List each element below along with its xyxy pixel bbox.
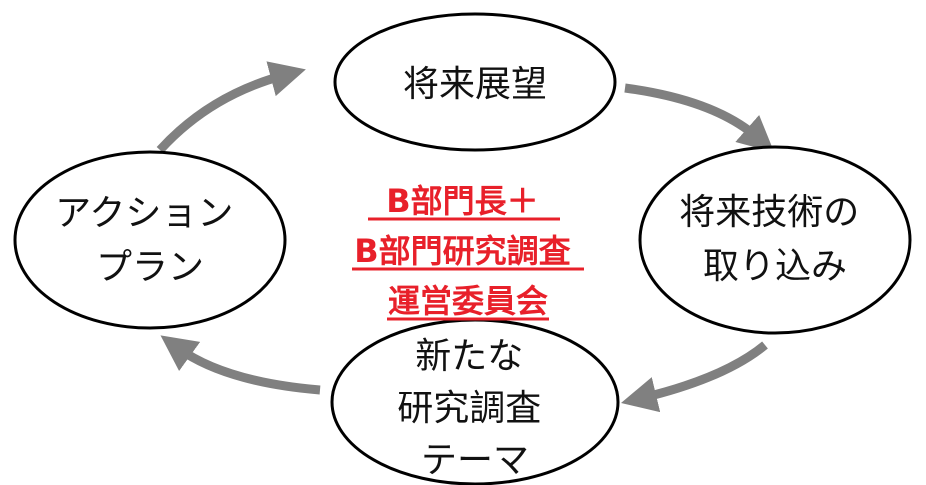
arrow-action-plan-to-future-vision (156, 61, 306, 154)
node-future-tech: 将来技術の 取り込み (638, 145, 912, 335)
center-label-line-2: B部門研究調査 (354, 232, 570, 270)
svg-text:将来展望: 将来展望 (403, 64, 547, 105)
node-future-tech-line-2: 取り込み (703, 246, 847, 287)
center-label-line-1: B部門長＋ (386, 182, 538, 220)
node-new-research-line-1: 新たな (415, 336, 523, 377)
node-future-vision-line-1: 将来展望 (403, 64, 547, 105)
node-new-research-line-3: テーマ (421, 440, 529, 481)
svg-text:新たな 研究調査 テーマ: 新たな 研究調査 テーマ (397, 336, 552, 481)
svg-text:将来技術の 取り込み: 将来技術の 取り込み (679, 192, 870, 287)
node-future-vision-shape (333, 12, 617, 152)
svg-text:B部門長＋ B部門研究調査 運営委員: B部門長＋ B部門研究調査 運営委員会 (354, 182, 582, 320)
svg-text:アクション プラン: アクション プラン (55, 193, 245, 288)
node-future-tech-line-1: 将来技術の (679, 192, 859, 233)
node-future-vision: 将来展望 (333, 12, 617, 152)
center-label: B部門長＋ B部門研究調査 運営委員会 (352, 182, 584, 321)
arrow-future-tech-to-new-research (621, 341, 768, 413)
node-action-plan-line-1: アクション (55, 193, 233, 234)
node-new-research: 新たな 研究調査 テーマ (330, 318, 620, 485)
node-action-plan-shape (13, 150, 287, 330)
node-action-plan: アクション プラン (13, 150, 287, 330)
center-label-line-3: 運営委員会 (388, 282, 548, 320)
node-future-tech-shape (638, 145, 912, 335)
node-action-plan-line-2: プラン (96, 247, 204, 288)
arrow-future-vision-to-future-tech (624, 83, 775, 153)
node-new-research-line-2: 研究調査 (397, 388, 541, 429)
arrow-new-research-to-action-plan (160, 335, 321, 395)
